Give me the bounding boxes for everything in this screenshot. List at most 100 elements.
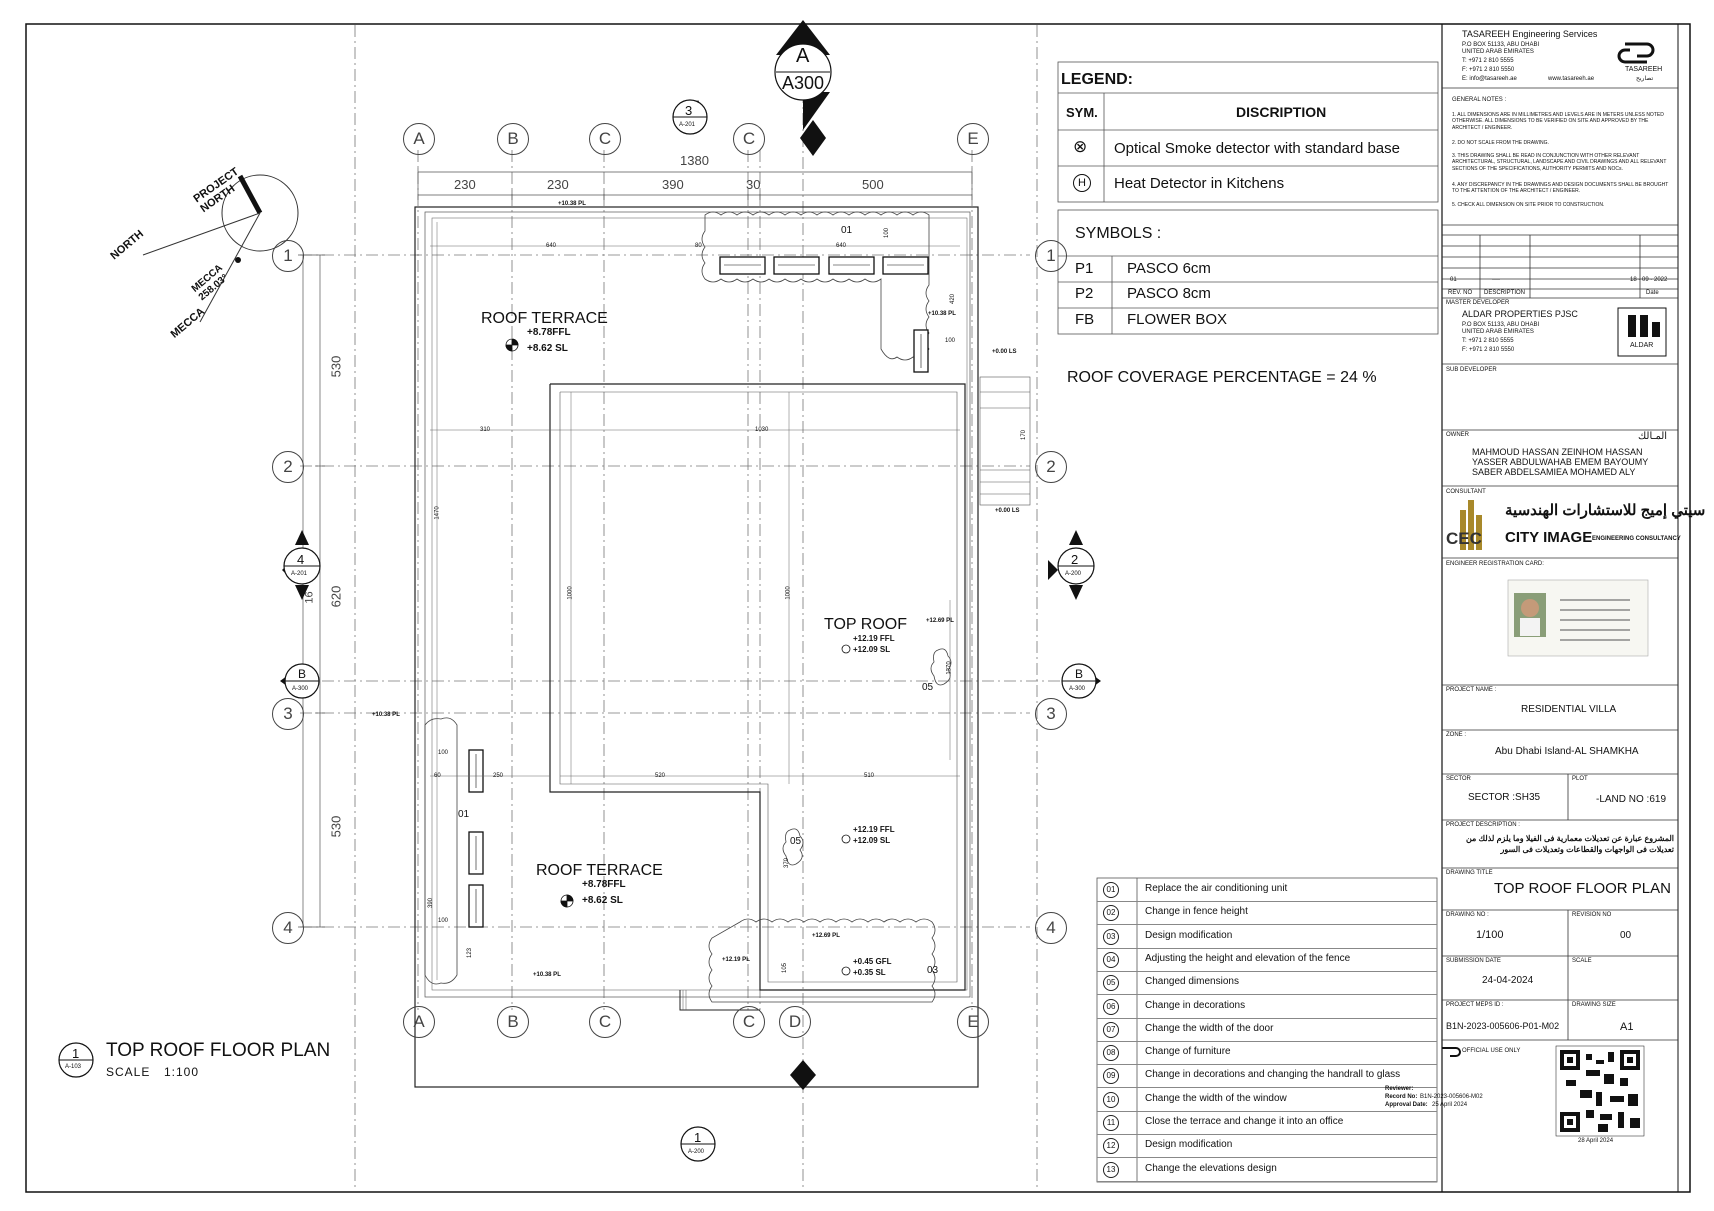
- grid-bubble-2-left: 2: [272, 451, 304, 483]
- ls-label-1: +0.00 LS: [992, 349, 1017, 355]
- tb-company-logo-text: TASAREEH: [1625, 66, 1663, 73]
- revision-description: Change of furniture: [1145, 1046, 1231, 1058]
- tb-company-addr1: P.O BOX 51133, ABU DHABI: [1462, 42, 1540, 48]
- tb-drawing-title: TOP ROOF FLOOR PLAN: [1494, 880, 1671, 897]
- room-top-roof: TOP ROOF: [824, 616, 907, 633]
- revision-description: Changed dimensions: [1145, 976, 1239, 988]
- section-b-sheet-right: A-300: [1069, 686, 1086, 692]
- revision-number: 03: [1103, 928, 1119, 945]
- callout-right-num: 2: [1071, 552, 1079, 567]
- dim-inner-510: 510: [864, 773, 875, 779]
- revision-description: Change the elevations design: [1145, 1162, 1277, 1174]
- grid-bubble-c2-bottom: C: [733, 1006, 765, 1038]
- legend-row-2-desc: Heat Detector in Kitchens: [1114, 175, 1285, 192]
- grid-bubble-1-right: 1: [1035, 240, 1067, 272]
- tb-size: A1: [1620, 1021, 1634, 1033]
- revision-description: Change in fence height: [1145, 906, 1248, 918]
- legend-col-sym: SYM.: [1066, 105, 1098, 120]
- grid-bubble-a-top: A: [403, 123, 435, 155]
- tb-consultant-label: CONSULTANT: [1446, 489, 1486, 495]
- grid-bubble-b-bottom: B: [497, 1006, 529, 1038]
- grid-bubble-d-bottom: D: [779, 1006, 811, 1038]
- ls-label-2: +0.00 LS: [995, 508, 1020, 514]
- dim-top-total: 1380: [680, 153, 709, 168]
- tb-meps-id: B1N-2023-005606-P01-M02: [1446, 1021, 1560, 1031]
- dim-top-4: 30: [746, 177, 761, 192]
- tb-master-dev: ALDAR PROPERTIES PJSC: [1462, 309, 1578, 319]
- pl-label-7: +12.19 PL: [722, 957, 750, 963]
- tb-company: TASAREEH Engineering Services: [1462, 29, 1598, 39]
- dim-inner-1370: 1370: [946, 661, 953, 675]
- dim-inner-310: 310: [480, 427, 491, 433]
- section-b-sheet-left: A-300: [292, 686, 309, 692]
- symbol-p1-code: P1: [1075, 260, 1094, 277]
- grid-bubble-a-bottom: A: [403, 1006, 435, 1038]
- grid-bubble-e-top: E: [957, 123, 989, 155]
- symbols-title: SYMBOLS :: [1075, 225, 1162, 242]
- tb-plot: -LAND NO :619: [1596, 794, 1667, 805]
- tb-note-1: 1. ALL DIMENSIONS ARE IN MILLIMETRES AND…: [1452, 112, 1664, 131]
- dim-inner-80: 80: [695, 243, 702, 249]
- level-terrace-2-sl: +8.62 SL: [582, 895, 623, 906]
- revision-number: 08: [1103, 1045, 1119, 1062]
- dim-inner-1030: 1030: [755, 427, 769, 433]
- plan-marker-03: 03: [927, 965, 939, 976]
- pl-label-6: +12.69 PL: [812, 933, 840, 939]
- callout-right-sheet: A-200: [1065, 571, 1082, 577]
- grid-bubble-1-left: 1: [272, 240, 304, 272]
- tb-date-label: Date: [1646, 290, 1659, 296]
- tb-submission-label: SUBMISSION DATE: [1446, 958, 1501, 964]
- pl-label-3: +10.38 PL: [533, 972, 561, 978]
- pl-label-1: +10.38 PL: [558, 201, 586, 207]
- dim-inner-250: 250: [493, 773, 504, 779]
- legend-row-1-desc: Optical Smoke detector with standard bas…: [1114, 140, 1400, 157]
- heat-detector-icon: H: [1073, 174, 1091, 192]
- tb-company-web: www.tasareeh.ae: [1548, 76, 1595, 82]
- tb-master-dev-addr1: P.O BOX 51133, ABU DHABI: [1462, 322, 1540, 328]
- level-terrace-1-sl: +8.62 SL: [527, 343, 568, 354]
- symbol-p2-code: P2: [1075, 285, 1094, 302]
- plan-marker-01b: 01: [458, 809, 470, 820]
- legend-col-desc: DISCRIPTION: [1236, 104, 1327, 120]
- tb-stamp-approval: Approval Date:: [1385, 1102, 1428, 1108]
- plan-title-ref-sheet: A-103: [65, 1064, 82, 1070]
- tb-general-notes-label: GENERAL NOTES :: [1452, 97, 1507, 103]
- tb-sector-label: SECTOR: [1446, 776, 1471, 782]
- revision-number: 07: [1103, 1021, 1119, 1038]
- tb-master-dev-tel: T: +971 2 810 5555: [1462, 338, 1514, 344]
- project-north-label: PROJECT NORTH: [191, 165, 241, 216]
- tb-drawing-no-label: DRAWING NO :: [1446, 912, 1489, 918]
- callout-top-sheet: A-201: [679, 122, 696, 128]
- revision-number: 10: [1103, 1091, 1119, 1108]
- tb-official-use: OFFICIAL USE ONLY: [1462, 1048, 1521, 1054]
- tb-consultant-sub: ENGINEERING CONSULTANCY: [1592, 536, 1681, 542]
- dim-inner-1000a: 1000: [567, 586, 574, 600]
- tb-owner-3: SABER ABDELSAMIEA MOHAMED ALY: [1472, 467, 1636, 477]
- tb-project-name-label: PROJECT NAME :: [1446, 687, 1497, 693]
- tb-stamp-record: Record No:: [1385, 1094, 1418, 1100]
- qr-code-icon: [1556, 1046, 1644, 1136]
- tb-rev-no-label: REV. NO: [1448, 290, 1473, 296]
- revision-description: Adjusting the height and elevation of th…: [1145, 952, 1351, 964]
- dim-inner-100d: 100: [438, 918, 449, 924]
- dim-inner-170: 170: [1021, 429, 1028, 441]
- revision-description: Change the width of the door: [1145, 1022, 1274, 1034]
- grid-bubble-b-top: B: [497, 123, 529, 155]
- tb-meps-label: PROJECT MEPS ID :: [1446, 1002, 1504, 1008]
- plan-title: TOP ROOF FLOOR PLAN: [106, 1040, 331, 1061]
- tb-drawing-title-label: DRAWING TITLE: [1446, 870, 1493, 876]
- dim-left-total: 16: [303, 591, 316, 604]
- section-a-sheet: A300: [782, 73, 825, 93]
- room-roof-terrace-1: ROOF TERRACE: [481, 310, 608, 327]
- dim-inner-1470: 1470: [434, 506, 441, 520]
- dim-inner-100c: 100: [438, 750, 449, 756]
- grid-bubble-2-right: 2: [1035, 451, 1067, 483]
- symbol-fb-desc: FLOWER BOX: [1127, 311, 1228, 328]
- dim-inner-105: 105: [782, 962, 789, 974]
- level-top-roof-sl: +12.09 SL: [853, 645, 891, 654]
